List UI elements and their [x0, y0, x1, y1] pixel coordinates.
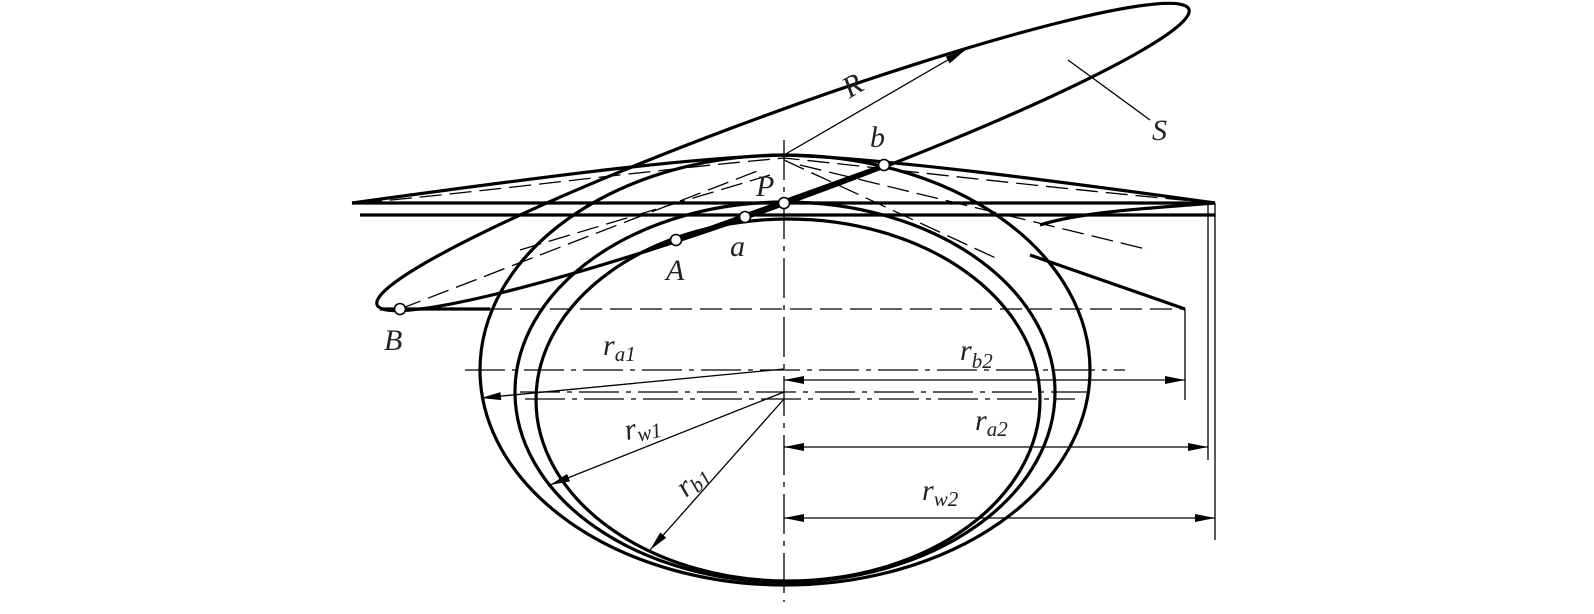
label-r: R	[835, 67, 868, 105]
label-s: S	[1152, 114, 1167, 147]
base-circle-1	[534, 217, 1042, 583]
label-rb1: rb1	[669, 457, 717, 505]
leader-s	[1067, 59, 1151, 121]
point-b-capital	[393, 302, 407, 316]
point-a-lower	[738, 210, 752, 224]
label-p: P	[755, 170, 774, 203]
label-rw2: rw2	[922, 474, 959, 511]
gear2-tooth-outline	[1029, 201, 1216, 311]
dim-rb1	[649, 398, 785, 551]
point-p	[777, 196, 791, 210]
point-b-upper	[877, 158, 891, 172]
label-a-capital: A	[664, 254, 685, 287]
label-rw1: rw1	[621, 407, 664, 449]
label-b-capital: B	[384, 324, 402, 357]
dim-ra1	[480, 368, 785, 401]
point-a-upper	[669, 233, 683, 247]
label-ra1: ra1	[603, 329, 636, 366]
label-ra2: ra2	[975, 404, 1008, 441]
ellipse-s	[375, 1, 1191, 313]
label-rb2: rb2	[960, 334, 993, 373]
envelope-dashed-2	[399, 159, 1151, 310]
envelope-dashed-1	[359, 157, 1216, 204]
dim-rw1	[549, 391, 785, 486]
radius-r-arrow	[783, 49, 966, 156]
label-a-small: a	[730, 230, 745, 263]
label-b-small: b	[870, 121, 885, 154]
